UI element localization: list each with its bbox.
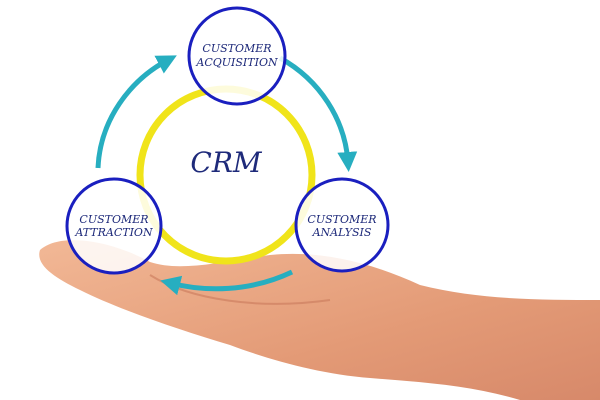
stage-label-line1: CUSTOMER: [307, 213, 376, 226]
stage-acquisition: CUSTOMER ACQUISITION: [187, 6, 287, 106]
stage-label-line1: CUSTOMER: [79, 213, 148, 226]
stage-label-line2: ANALYSIS: [312, 226, 372, 239]
stage-label-line2: ATTRACTION: [74, 226, 153, 239]
crm-title: CRM: [190, 146, 263, 179]
stage-label-line2: ACQUISITION: [195, 56, 278, 69]
stage-analysis: CUSTOMER ANALYSIS: [294, 177, 390, 273]
arrow-acquisition-to-analysis: [278, 55, 358, 172]
arrow-analysis-to-attraction: [160, 269, 294, 296]
arrow-attraction-to-acquisition: [95, 55, 177, 169]
stage-attraction: CUSTOMER ATTRACTION: [65, 177, 163, 275]
stage-label-line1: CUSTOMER: [202, 42, 271, 55]
